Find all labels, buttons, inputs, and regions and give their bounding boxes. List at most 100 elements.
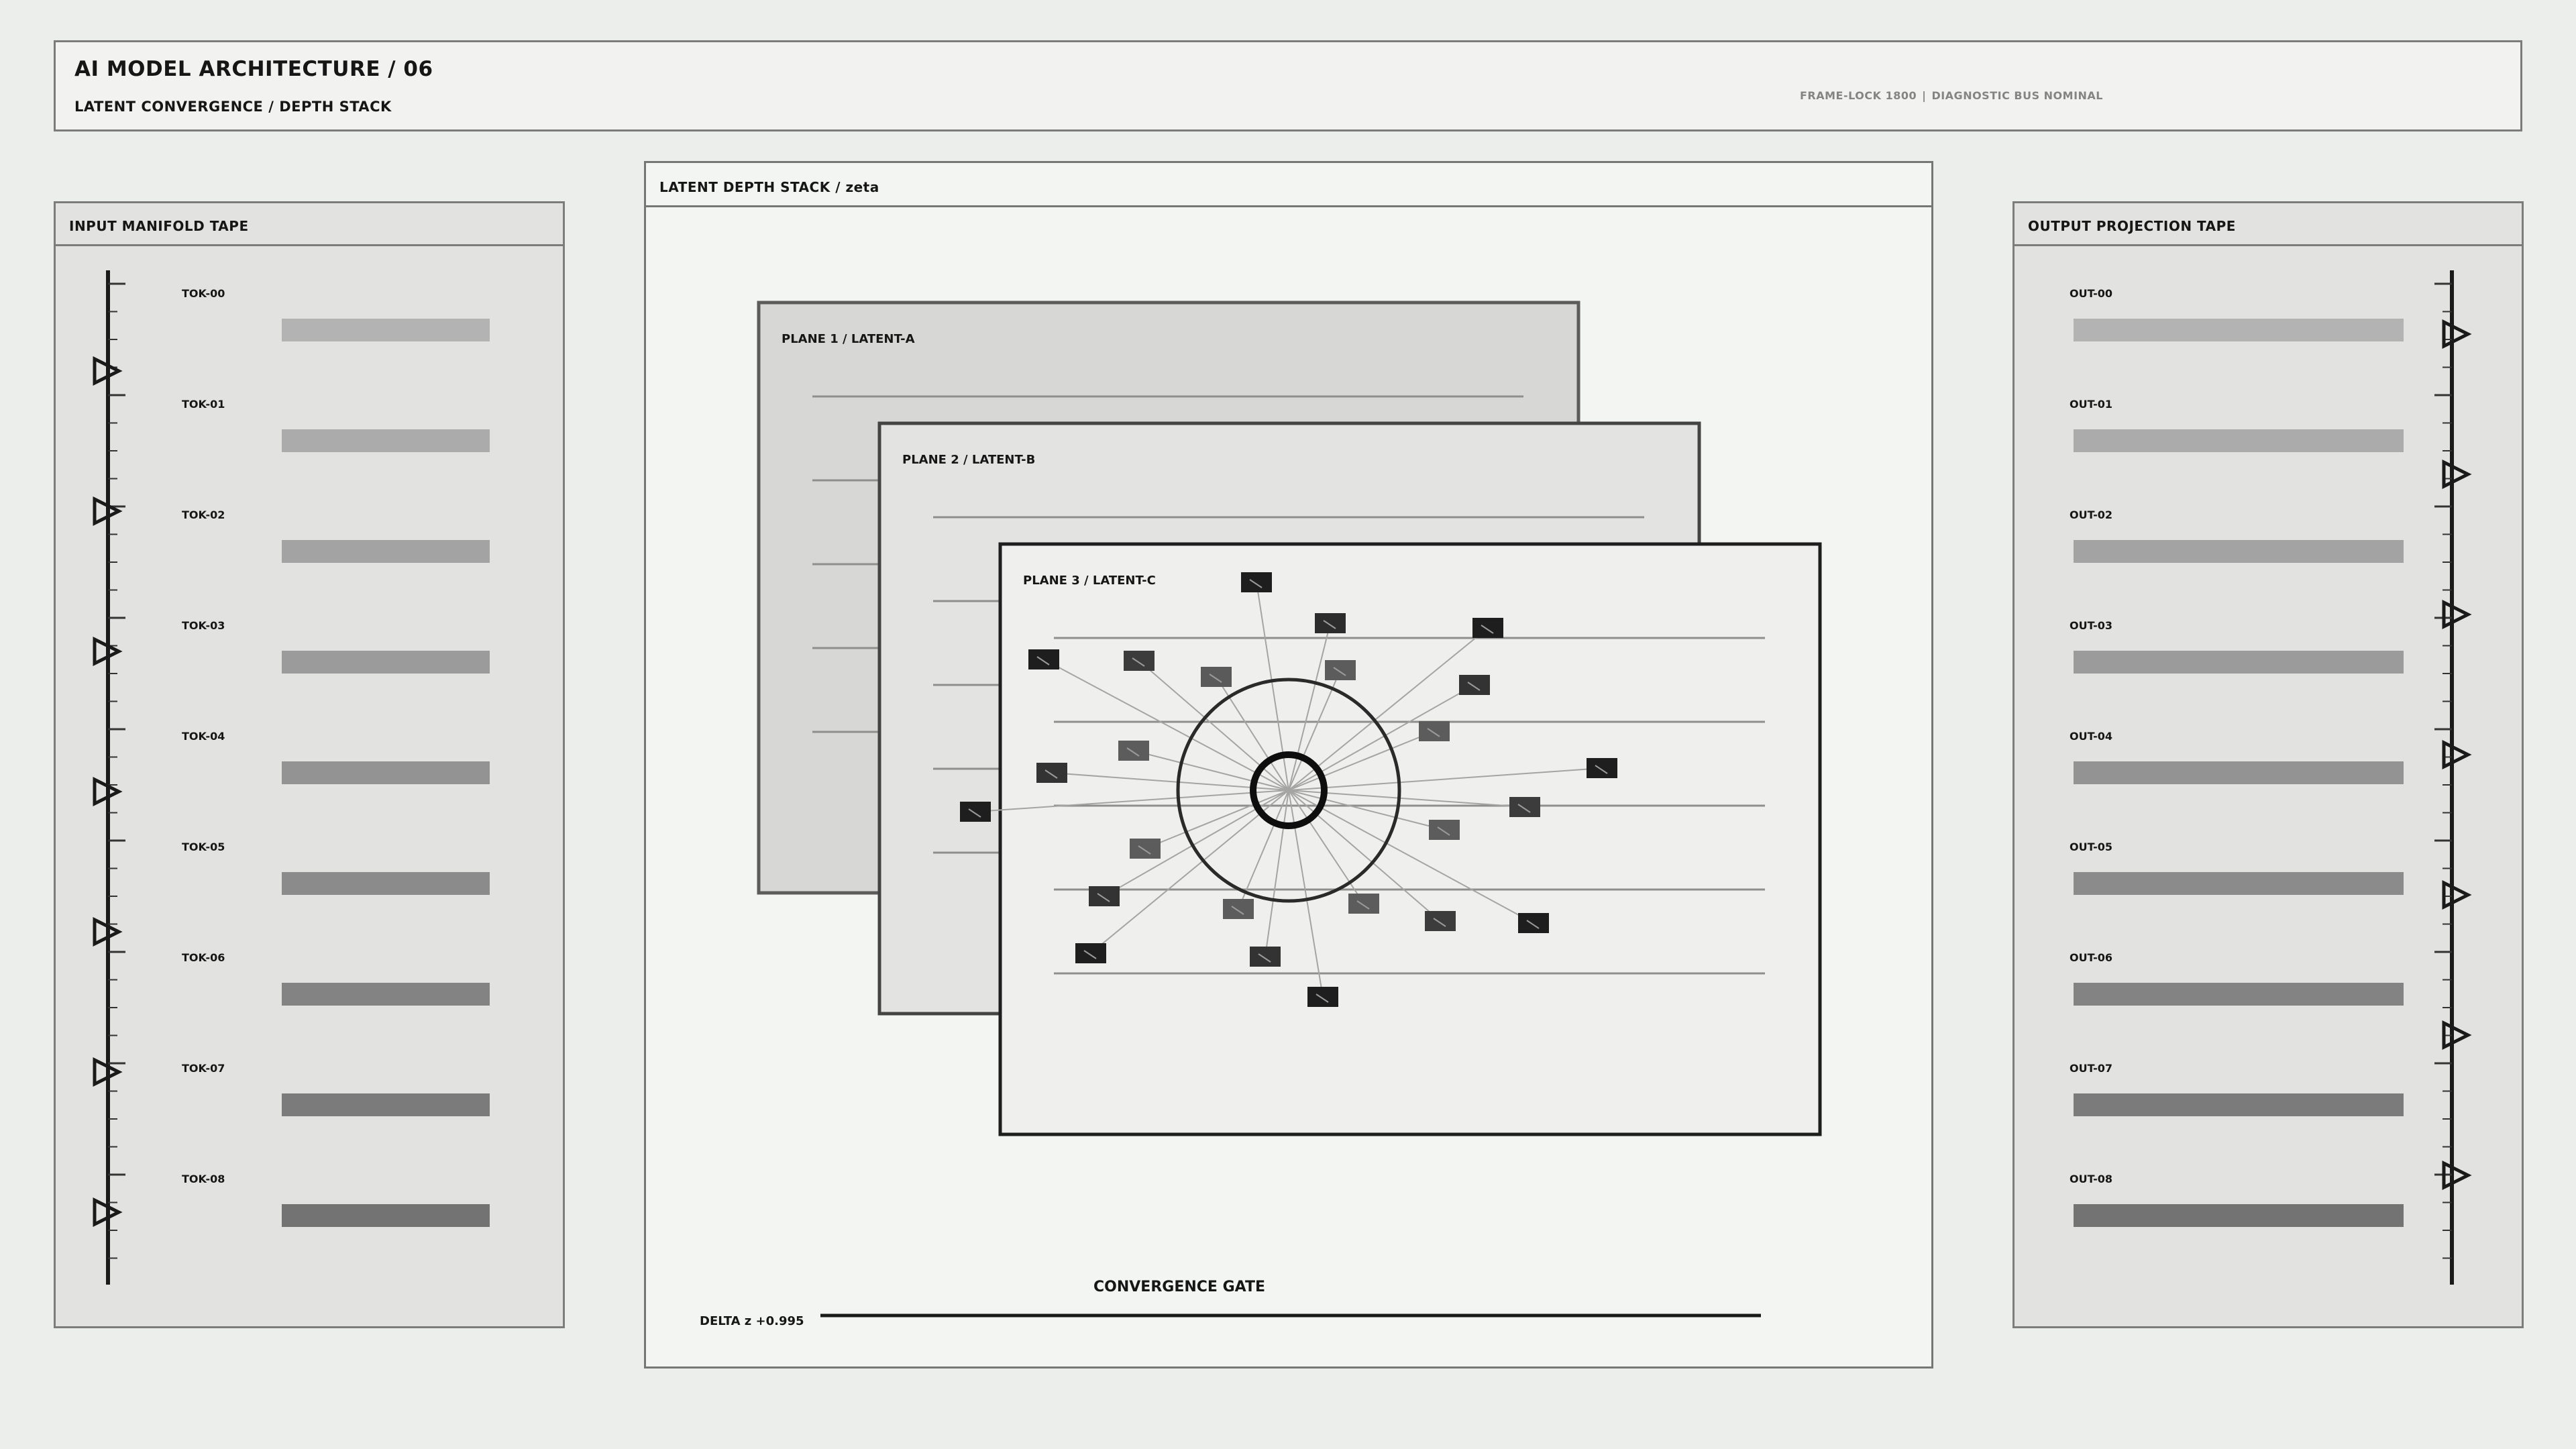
output-label-0: OUT-00	[2070, 287, 2112, 300]
token-label-3: TOK-03	[182, 619, 225, 632]
latent-node-mark	[1526, 920, 1540, 929]
latent-node-mark	[1132, 657, 1145, 667]
latent-node-mark	[968, 808, 981, 818]
output-bar-4	[2074, 761, 2404, 784]
token-label-7: TOK-07	[182, 1062, 225, 1075]
input-marker-icon	[93, 916, 123, 947]
input-marker-icon	[93, 636, 123, 667]
token-label-0: TOK-00	[182, 287, 225, 300]
output-label-1: OUT-01	[2070, 398, 2112, 411]
output-bar-6	[2074, 983, 2404, 1006]
latent-link	[1133, 750, 1289, 791]
latent-node-12	[960, 802, 991, 822]
latent-node-2	[1472, 618, 1503, 638]
latent-node-20	[1518, 913, 1549, 933]
latent-node-18	[1348, 894, 1379, 914]
page-title: AI MODEL ARCHITECTURE / 06	[74, 57, 433, 81]
token-label-6: TOK-06	[182, 951, 225, 964]
latent-node-mark	[1083, 950, 1097, 959]
output-bar-0	[2074, 319, 2404, 341]
stack-title: LATENT DEPTH STACK / zeta	[646, 163, 1931, 207]
latent-link	[1288, 669, 1341, 791]
input-marker-icon	[93, 1197, 123, 1228]
latent-node-6	[1325, 660, 1356, 680]
output-marker-icon	[2442, 1160, 2472, 1191]
output-marker-icon	[2442, 739, 2472, 770]
token-label-4: TOK-04	[182, 730, 225, 743]
latent-node-11	[1587, 758, 1617, 778]
page-subtitle: LATENT CONVERGENCE / DEPTH STACK	[74, 99, 392, 115]
status-separator: |	[1922, 89, 1927, 102]
token-label-8: TOK-08	[182, 1173, 225, 1185]
output-label-2: OUT-02	[2070, 508, 2112, 521]
output-bar-5	[2074, 872, 2404, 895]
frame-lock-status: FRAME-LOCK 1800	[1800, 89, 1917, 102]
output-bar-7	[2074, 1093, 2404, 1116]
latent-link	[1144, 790, 1289, 849]
latent-node-19	[1425, 911, 1456, 931]
output-label-5: OUT-05	[2070, 841, 2112, 853]
latent-link	[1288, 627, 1489, 791]
token-bar-5	[282, 872, 490, 895]
latent-node-mark	[1427, 728, 1440, 737]
token-bar-3	[282, 651, 490, 674]
latent-link	[1288, 790, 1534, 924]
latent-node-mark	[1126, 747, 1140, 757]
latent-node-mark	[1138, 845, 1151, 855]
output-marker-icon	[2442, 1020, 2472, 1051]
output-marker-icon	[2442, 879, 2472, 910]
latent-link	[1090, 790, 1289, 954]
latent-node-mark	[1481, 625, 1494, 634]
output-bar-3	[2074, 651, 2404, 674]
plane-3-label: PLANE 3 / LATENT-C	[1023, 574, 1156, 588]
output-label-7: OUT-07	[2070, 1062, 2112, 1075]
token-bar-6	[282, 983, 490, 1006]
token-bar-8	[282, 1204, 490, 1227]
delta-readout: DELTA z +0.995	[700, 1314, 804, 1328]
output-marker-icon	[2442, 319, 2472, 350]
output-tape-graphic: OUT-00OUT-01OUT-02OUT-03OUT-04OUT-05OUT-…	[2070, 270, 2472, 1285]
input-marker-icon	[93, 356, 123, 386]
latent-link	[1288, 731, 1435, 791]
plane-1-label: PLANE 1 / LATENT-A	[782, 332, 915, 346]
latent-link	[1288, 790, 1525, 808]
input-marker-icon	[93, 776, 123, 807]
latent-link	[1288, 623, 1331, 791]
status-readout: FRAME-LOCK 1800|DIAGNOSTIC BUS NOMINAL	[1800, 89, 2103, 102]
latent-node-mark	[1437, 826, 1450, 836]
latent-depth-stack-panel: LATENT DEPTH STACK / zeta PLANE 1 / LATE…	[644, 161, 1933, 1368]
latent-node-mark	[1316, 994, 1329, 1003]
latent-node-16	[1089, 886, 1120, 906]
token-label-5: TOK-05	[182, 841, 225, 853]
latent-node-mark	[1044, 769, 1058, 779]
latent-node-mark	[1433, 918, 1446, 927]
plane-2-label: PLANE 2 / LATENT-B	[902, 453, 1035, 467]
latent-node-17	[1223, 899, 1254, 919]
convergence-core	[1250, 751, 1328, 829]
latent-node-22	[1250, 947, 1281, 967]
latent-node-mark	[1209, 674, 1222, 683]
latent-link	[1043, 659, 1289, 791]
token-bar-4	[282, 761, 490, 784]
latent-node-9	[1118, 741, 1149, 761]
latent-link	[1051, 772, 1289, 791]
latent-node-mark	[1356, 900, 1370, 910]
latent-node-0	[1241, 572, 1272, 592]
token-bar-1	[282, 429, 490, 452]
latent-node-7	[1459, 675, 1490, 695]
header-bar: AI MODEL ARCHITECTURE / 06 LATENT CONVER…	[54, 40, 2522, 131]
token-bar-0	[282, 319, 490, 341]
input-tape-title: INPUT MANIFOLD TAPE	[56, 203, 563, 246]
output-marker-icon	[2442, 599, 2472, 630]
input-tape-graphic: TOK-00TOK-01TOK-02TOK-03TOK-04TOK-05TOK-…	[93, 270, 490, 1285]
latent-link	[1265, 790, 1289, 957]
latent-node-10	[1036, 763, 1067, 783]
latent-node-mark	[1517, 804, 1531, 813]
output-tape-title: OUTPUT PROJECTION TAPE	[2015, 203, 2522, 246]
latent-link	[1288, 790, 1364, 904]
latent-node-mark	[1231, 906, 1244, 915]
latent-node-13	[1509, 797, 1540, 817]
latent-node-mark	[1036, 656, 1050, 665]
